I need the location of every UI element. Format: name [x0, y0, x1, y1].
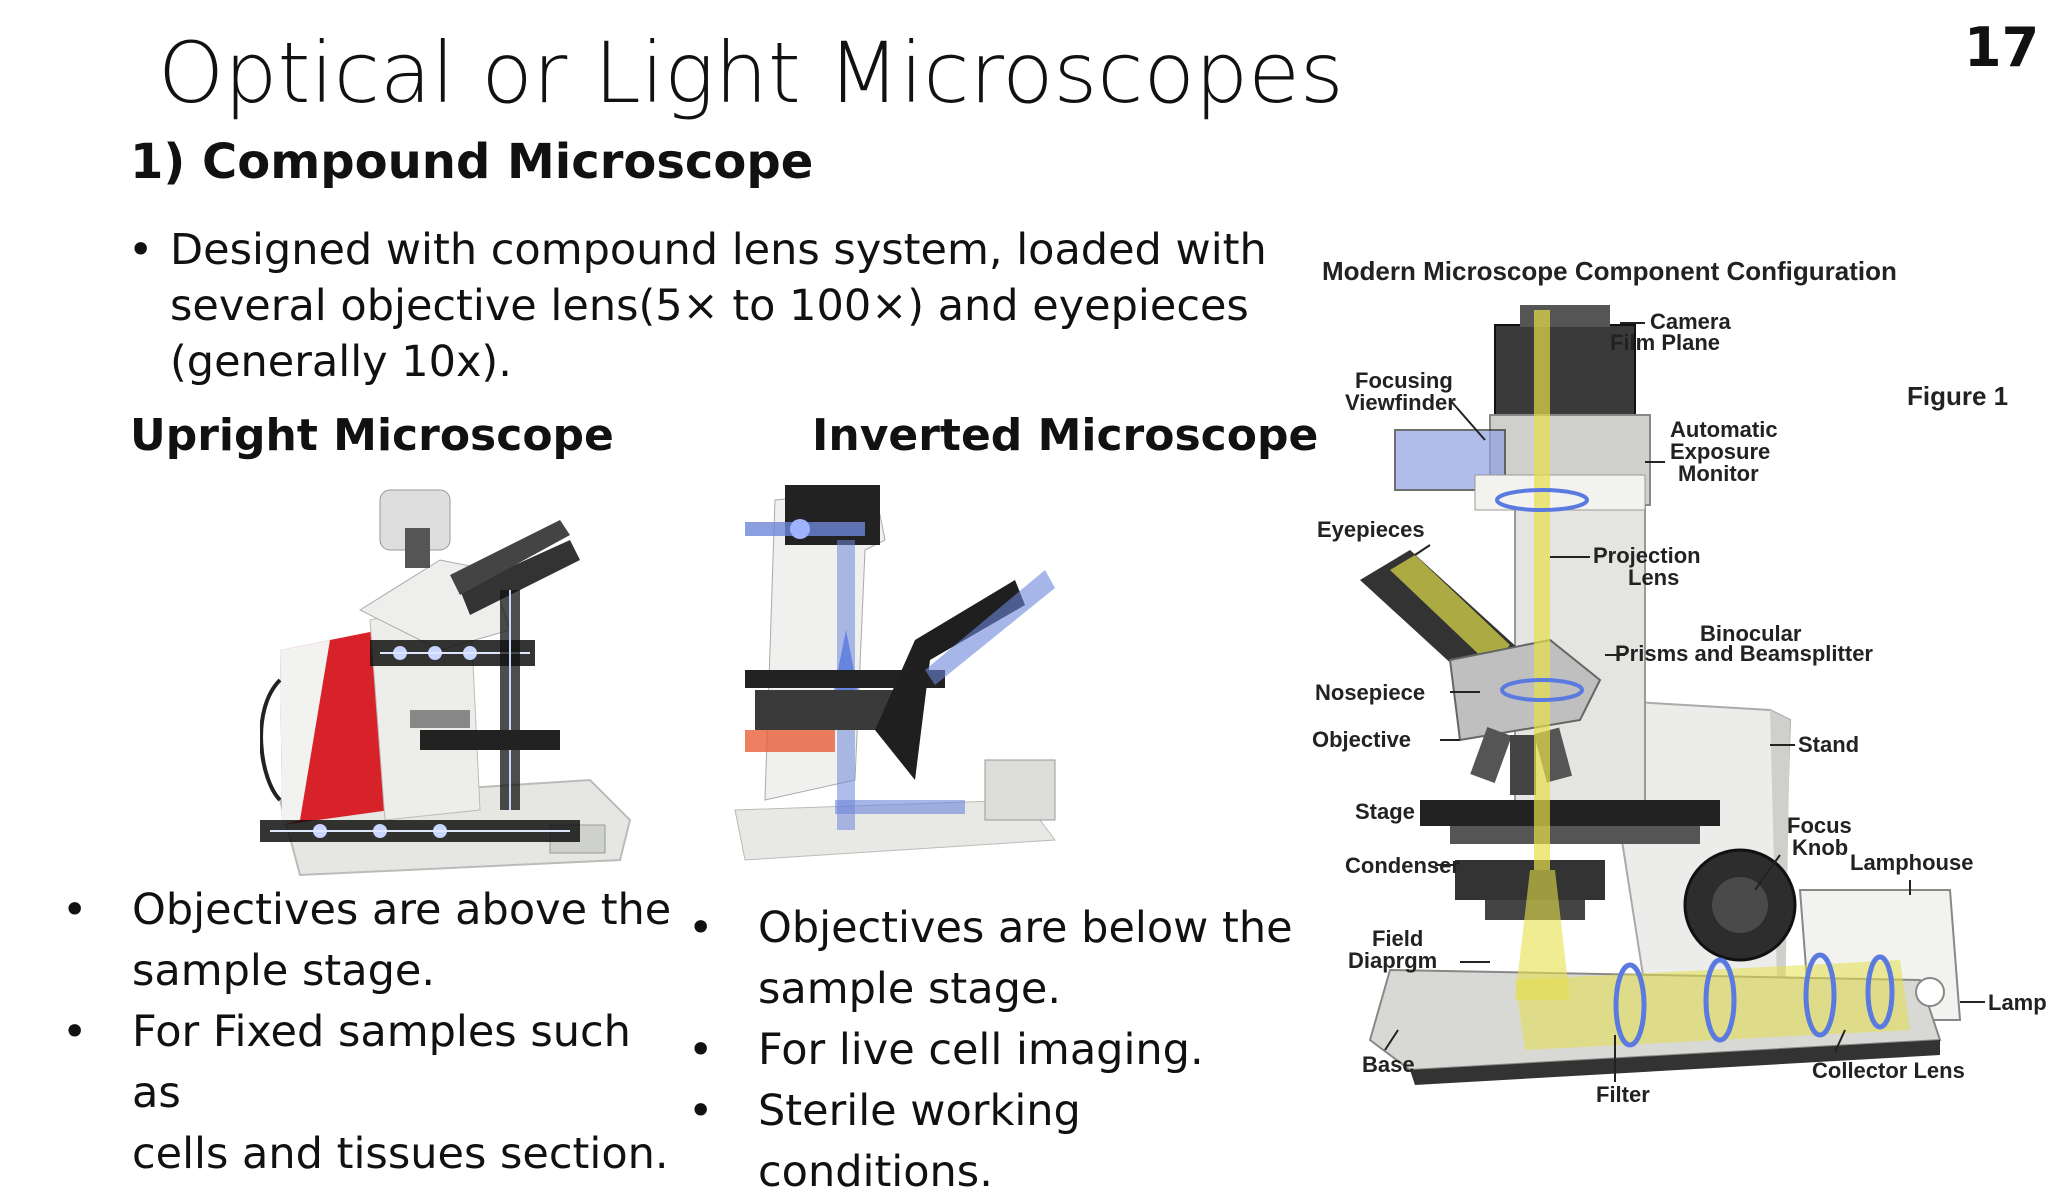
label-filter: Filter: [1596, 1082, 1650, 1107]
list-item: • Objectives are above the sample stage.: [62, 880, 682, 1002]
main-bullet-line: Designed with compound lens system, load…: [170, 225, 1267, 275]
figure-label: Figure 1: [1907, 381, 2008, 411]
bullet-glyph: •: [688, 1086, 714, 1136]
label-camera: Camera: [1650, 309, 1731, 334]
label-exposure: Exposure: [1670, 439, 1770, 464]
list-item: • Sterile working conditions.: [688, 1081, 1328, 1203]
label-knob: Knob: [1792, 835, 1848, 860]
bullet-line: sample stage.: [132, 946, 436, 996]
inverted-bullet-list: • Objectives are below the sample stage.…: [688, 898, 1328, 1203]
bullet-line: For live cell imaging.: [758, 1025, 1204, 1075]
bullet-glyph: •: [128, 225, 154, 275]
label-focusing: Focusing: [1355, 368, 1453, 393]
main-bullet-line: (generally 10x).: [170, 337, 512, 387]
bullet-glyph: •: [688, 903, 714, 953]
label-base: Base: [1362, 1052, 1415, 1077]
label-field: Field: [1372, 926, 1423, 951]
bullet-glyph: •: [62, 885, 88, 935]
label-projection: Projection: [1593, 543, 1701, 568]
diagram-title: Modern Microscope Component Configuratio…: [1322, 256, 1897, 286]
label-lamp: Lamp: [1988, 990, 2047, 1015]
list-item: • Objectives are below the sample stage.: [688, 898, 1328, 1020]
label-lamphouse: Lamphouse: [1850, 850, 1973, 875]
label-lens: Lens: [1628, 565, 1679, 590]
label-prisms: Prisms and Beamsplitter: [1615, 641, 1873, 666]
bullet-glyph: •: [688, 1025, 714, 1075]
main-bullet-line: several objective lens(5× to 100×) and e…: [170, 281, 1249, 331]
label-binocular: Binocular: [1700, 621, 1802, 646]
list-item: • For Fixed samples such as cells and ti…: [62, 1002, 682, 1185]
label-condenser: Condenser: [1345, 853, 1460, 878]
bullet-line: Sterile working conditions.: [758, 1086, 1081, 1197]
inverted-microscope-image: [725, 480, 1145, 890]
label-film-plane: Film Plane: [1610, 330, 1720, 355]
label-focus: Focus: [1787, 813, 1852, 838]
bullet-line: Objectives are above the: [132, 885, 672, 935]
bullet-line: For Fixed samples such as: [132, 1007, 631, 1118]
label-viewfinder: Viewfinder: [1345, 390, 1456, 415]
label-monitor: Monitor: [1678, 461, 1759, 486]
upright-heading: Upright Microscope: [130, 410, 614, 461]
slide-title: Optical or Light Microscopes: [158, 24, 1344, 122]
inverted-heading: Inverted Microscope: [812, 410, 1319, 461]
label-objective: Objective: [1312, 727, 1411, 752]
label-eyepieces: Eyepieces: [1317, 517, 1425, 542]
bullet-line: Objectives are below the: [758, 903, 1293, 953]
microscope-component-diagram: Modern Microscope Component Configuratio…: [1300, 240, 2048, 1120]
label-nosepiece: Nosepiece: [1315, 680, 1425, 705]
slide-number: 17: [1964, 16, 2040, 79]
label-collector-lens: Collector Lens: [1812, 1058, 1965, 1083]
section-subtitle: 1) Compound Microscope: [130, 134, 814, 190]
list-item: • For live cell imaging.: [688, 1020, 1328, 1081]
upright-microscope-image: [260, 480, 680, 890]
upright-bullet-list: • Objectives are above the sample stage.…: [62, 880, 682, 1185]
label-stage: Stage: [1355, 799, 1415, 824]
label-automatic: Automatic: [1670, 417, 1778, 442]
bullet-line: sample stage.: [758, 964, 1062, 1014]
main-bullet-text: Designed with compound lens system, load…: [170, 222, 1270, 390]
bullet-glyph: •: [62, 1007, 88, 1057]
label-stand: Stand: [1798, 732, 1859, 757]
label-diaphragm: Diaprgm: [1348, 948, 1437, 973]
bullet-line: cells and tissues section.: [132, 1129, 669, 1179]
